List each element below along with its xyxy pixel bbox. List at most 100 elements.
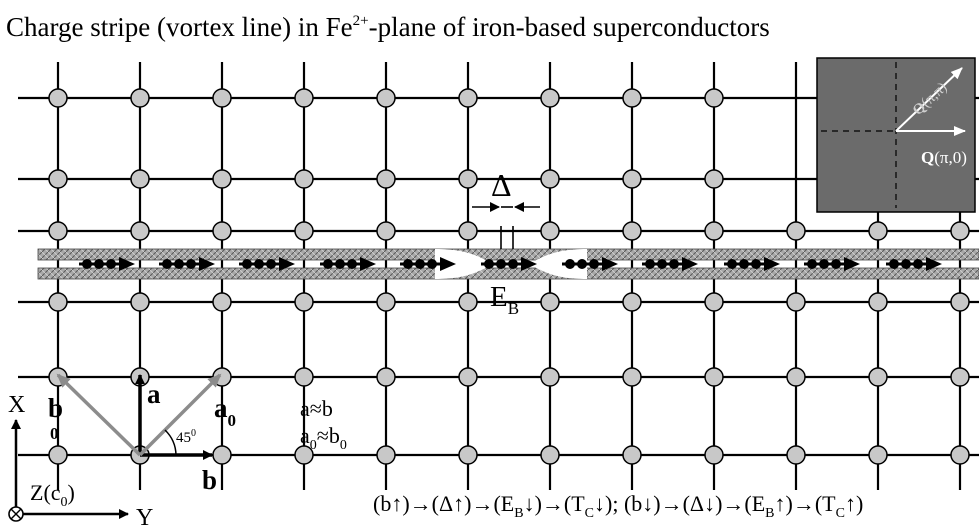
fe-site-node — [294, 88, 314, 108]
charge-dot — [751, 259, 761, 269]
spin-arrow-icon — [926, 257, 942, 271]
fe-site-node — [622, 88, 642, 108]
lattice-relations: a≈b a0≈b0 — [300, 396, 347, 453]
y-axis-label: Y — [136, 505, 153, 527]
relation-a0-b0: a0≈b0 — [300, 423, 347, 453]
fe-site-node — [950, 221, 970, 241]
fe-site-node — [212, 445, 232, 465]
charge-dot — [484, 259, 494, 269]
charge-dot — [901, 259, 911, 269]
fe-site-node — [458, 169, 478, 189]
spin-arrow-icon — [844, 257, 860, 271]
fe-site-node — [130, 221, 150, 241]
fe-site-node — [704, 88, 724, 108]
fe-site-node — [294, 221, 314, 241]
spin-arrow-icon — [764, 257, 780, 271]
spin-arrow-icon — [440, 257, 456, 271]
fe-site-node — [622, 445, 642, 465]
charge-dot — [347, 259, 357, 269]
gap-opening — [435, 249, 587, 279]
charge-dot — [174, 259, 184, 269]
charge-dot — [565, 259, 575, 269]
charge-dot — [82, 259, 92, 269]
fe-site-node — [212, 169, 232, 189]
charge-dot — [645, 259, 655, 269]
vector-b0 — [56, 373, 142, 457]
vector-a0-label: a0 — [214, 393, 236, 430]
vector-a-label: a — [147, 379, 161, 409]
charge-dot — [508, 259, 518, 269]
fe-site-node — [950, 367, 970, 387]
fe-site-node — [294, 445, 314, 465]
fe-site-node — [294, 367, 314, 387]
fe-site-node — [458, 221, 478, 241]
charge-stripe — [37, 248, 979, 280]
spin-arrow-icon — [682, 257, 698, 271]
fe-site-node — [130, 292, 150, 312]
charge-dot — [669, 259, 679, 269]
fe-site-node — [458, 292, 478, 312]
fe-site-node — [48, 221, 68, 241]
charge-dot — [727, 259, 737, 269]
q-pi-0-label: Q(π,0) — [921, 148, 967, 167]
fe-site-node — [704, 169, 724, 189]
fe-site-node — [868, 445, 888, 465]
charge-dot — [415, 259, 425, 269]
gap-label: Δ — [491, 167, 512, 203]
lattice-nodes — [48, 88, 970, 465]
fe-site-node — [130, 169, 150, 189]
fe-site-node — [458, 88, 478, 108]
vector-b-label: b — [202, 465, 217, 495]
charge-dot — [254, 259, 264, 269]
charge-dot — [577, 259, 587, 269]
fe-site-node — [540, 169, 560, 189]
relation-a-b: a≈b — [300, 396, 333, 421]
charge-dot — [186, 259, 196, 269]
charge-dot — [807, 259, 817, 269]
angle-label: 450 — [176, 428, 196, 446]
spin-arrow-icon — [521, 257, 537, 271]
charge-dot — [831, 259, 841, 269]
charge-dot — [739, 259, 749, 269]
fe-site-node — [48, 292, 68, 312]
fe-site-node — [376, 221, 396, 241]
fe-site-node — [458, 445, 478, 465]
charge-dot — [657, 259, 667, 269]
spin-arrow-icon — [602, 257, 618, 271]
fe-site-node — [868, 292, 888, 312]
charge-dot — [106, 259, 116, 269]
charge-dot — [913, 259, 923, 269]
fe-site-node — [540, 445, 560, 465]
inset-momentum-panel: Q(π,0) Q(π,π) — [816, 57, 976, 213]
charge-dot — [323, 259, 333, 269]
charge-dot — [819, 259, 829, 269]
spin-arrow-icon — [279, 257, 295, 271]
fe-site-node — [868, 221, 888, 241]
fe-site-node — [294, 169, 314, 189]
fe-site-node — [540, 88, 560, 108]
fe-site-node — [704, 292, 724, 312]
fe-site-node — [622, 169, 642, 189]
diagram-title: Charge stripe (vortex line) in Fe2+-plan… — [6, 12, 770, 42]
fe-site-node — [376, 169, 396, 189]
fe-site-node — [48, 445, 68, 465]
fe-site-node — [786, 367, 806, 387]
fe-site-node — [622, 292, 642, 312]
fe-site-node — [622, 221, 642, 241]
charge-dot — [94, 259, 104, 269]
spin-chain — [79, 257, 942, 271]
spin-arrow-icon — [199, 257, 215, 271]
fe-site-node — [540, 221, 560, 241]
fe-site-node — [704, 445, 724, 465]
fe-site-node — [48, 169, 68, 189]
fe-site-node — [786, 221, 806, 241]
vector-a0 — [138, 373, 222, 457]
z-axis-label: Z(c0) — [30, 480, 75, 510]
bottom-formula: (b↑)→(Δ↑)→(EB↓)→(TC↓); (b↓)→(Δ↓)→(EB↑)→(… — [373, 491, 863, 521]
binding-energy-label: EB — [490, 281, 519, 318]
fe-site-node — [212, 221, 232, 241]
fe-site-node — [868, 367, 888, 387]
